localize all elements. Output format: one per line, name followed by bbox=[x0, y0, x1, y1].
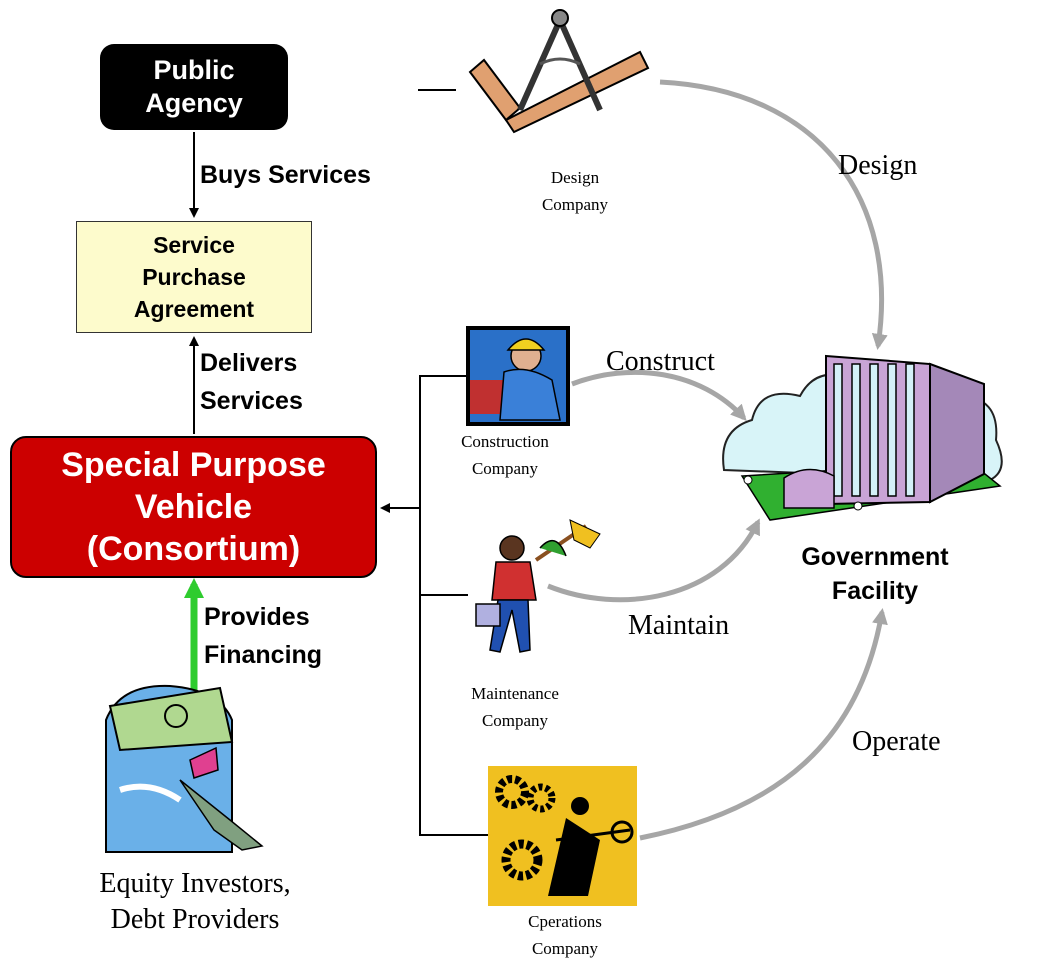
delivers-services-label: Delivers Services bbox=[200, 349, 303, 415]
investor-money-icon bbox=[105, 684, 264, 853]
maintenance-company-label: Maintenance Company bbox=[471, 684, 559, 730]
construct-curve bbox=[571, 369, 747, 421]
design-curve bbox=[659, 79, 888, 350]
government-facility-label: Government Facility bbox=[801, 543, 949, 605]
design-company-label: Design Company bbox=[541, 168, 609, 214]
maintenance-worker-icon bbox=[475, 519, 601, 653]
government-facility-icon bbox=[722, 354, 1003, 521]
service-purchase-agreement-box: Service Purchase Agreement bbox=[76, 221, 312, 333]
design-action-label: Design bbox=[838, 150, 918, 181]
maintain-curve bbox=[547, 518, 761, 603]
operate-curve bbox=[639, 608, 888, 841]
design-compass-icon bbox=[468, 9, 650, 134]
provides-financing-label: Provides Financing bbox=[204, 603, 323, 669]
operate-action-label: Operate bbox=[852, 726, 941, 757]
public-agency-box: Public Agency bbox=[100, 44, 288, 130]
construct-action-label: Construct bbox=[606, 346, 715, 377]
company-bracket bbox=[419, 375, 490, 836]
buys-services-label: Buys Services bbox=[200, 161, 371, 189]
investors-label: Equity Investors, Debt Providers bbox=[99, 868, 291, 935]
construction-worker-icon bbox=[466, 326, 570, 426]
operations-company-label: Cperations Company bbox=[528, 912, 602, 958]
special-purpose-vehicle-box: Special Purpose Vehicle (Consortium) bbox=[10, 436, 377, 578]
maintain-action-label: Maintain bbox=[628, 610, 730, 641]
operations-gears-icon bbox=[488, 766, 637, 906]
construction-company-label: Construction Company bbox=[461, 432, 549, 478]
